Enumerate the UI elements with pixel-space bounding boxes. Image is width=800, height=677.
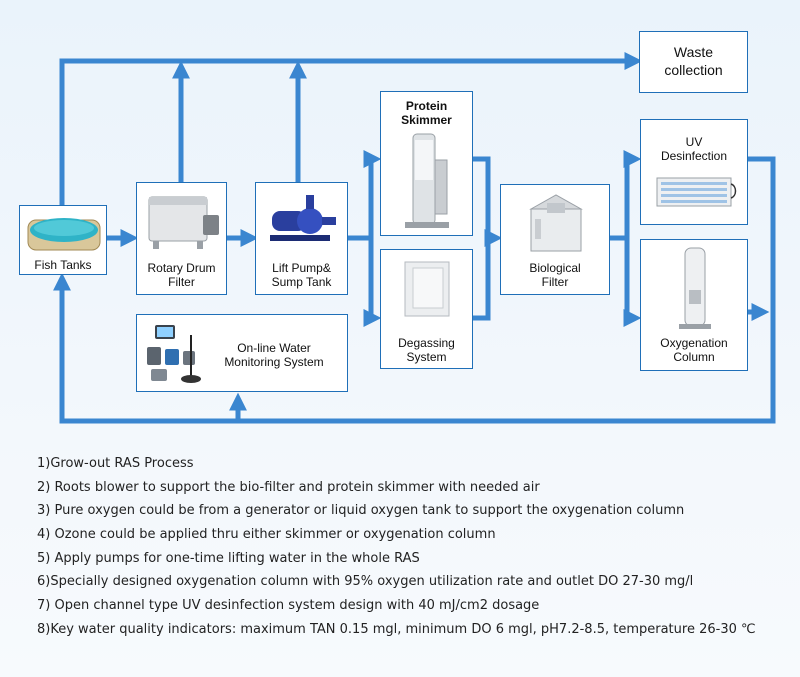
drum-filter-icon <box>148 196 219 249</box>
flow-degassing-out <box>473 238 491 321</box>
oxygen-column-icon <box>679 247 711 329</box>
lift-pump-box: Lift Pump& Sump Tank <box>255 182 348 295</box>
biological-filter-label: Biological Filter <box>529 261 581 289</box>
flow-to-waste <box>59 52 643 205</box>
flow-to-degassing <box>363 238 382 327</box>
pump-icon <box>270 195 336 241</box>
protein-skimmer-label: Protein Skimmer <box>401 99 452 127</box>
note-item: 7) Open channel type UV desinfection sys… <box>37 598 540 614</box>
monitoring-system-label: On-line Water Monitoring System <box>224 341 324 369</box>
uv-lamp-icon <box>656 177 737 207</box>
skimmer-icon <box>405 133 449 228</box>
rotary-drum-filter-box: Rotary Drum Filter <box>136 182 227 295</box>
flow-to-uv <box>623 150 642 238</box>
degassing-system-label: Degassing System <box>398 336 455 364</box>
waste-collection-box: Waste collection <box>639 31 748 93</box>
degassing-system-box: Degassing System <box>380 249 473 369</box>
uv-desinfection-box: UV Desinfection <box>640 119 748 225</box>
biofilter-icon <box>529 194 583 252</box>
flow-return-loop <box>53 272 776 424</box>
flow-to-skimmer <box>363 150 382 238</box>
note-item: 3) Pure oxygen could be from a generator… <box>37 503 685 519</box>
note-item: 2) Roots blower to support the bio-filte… <box>37 479 540 495</box>
note-item: 1)Grow-out RAS Process <box>37 456 194 471</box>
fish-tanks-label: Fish Tanks <box>34 258 92 272</box>
protein-skimmer-box: Protein Skimmer <box>380 91 473 236</box>
monitoring-system-box: On-line Water Monitoring System <box>136 314 348 392</box>
monitoring-icon <box>147 325 201 383</box>
flow-uv-out <box>748 156 776 312</box>
flow-skimmer-out <box>473 156 491 238</box>
note-item: 5) Apply pumps for one-time lifting wate… <box>37 550 420 566</box>
fish-tank-icon <box>27 218 101 251</box>
note-item: 6)Specially designed oxygenation column … <box>37 574 694 590</box>
oxygenation-column-label: Oxygenation Column <box>660 336 728 364</box>
biological-filter-box: Biological Filter <box>500 184 610 295</box>
uv-desinfection-label: UV Desinfection <box>660 135 728 163</box>
oxygenation-column-box: Oxygenation Column <box>640 239 748 371</box>
rotary-drum-filter-label: Rotary Drum Filter <box>147 261 216 289</box>
note-item: 8)Key water quality indicators: maximum … <box>37 621 756 637</box>
lift-pump-label: Lift Pump& Sump Tank <box>271 261 332 289</box>
waste-collection-label: Waste collection <box>664 44 723 78</box>
fish-tanks-box: Fish Tanks <box>19 205 107 275</box>
notes-list: 1)Grow-out RAS Process 2) Roots blower t… <box>37 452 787 642</box>
degassing-icon <box>404 261 450 317</box>
flow-to-oxygenation <box>623 238 642 327</box>
note-item: 4) Ozone could be applied thru either sk… <box>37 527 496 543</box>
